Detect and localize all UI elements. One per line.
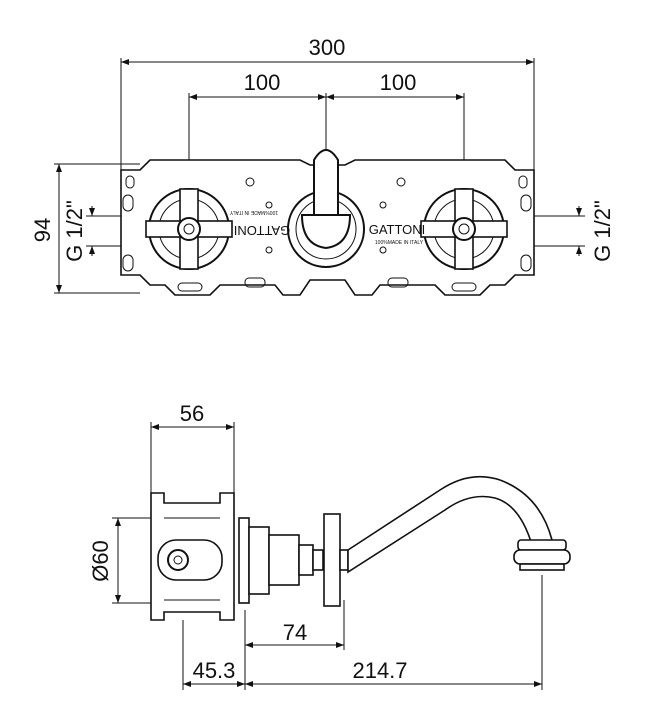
dim-handle-offset: 74 — [283, 620, 307, 645]
left-cross-handle — [145, 188, 233, 270]
brand-right: GATTONI — [369, 222, 426, 237]
dim-diameter: Ø60 — [88, 540, 113, 582]
dim-height: 94 — [30, 218, 55, 242]
dim-total-width: 300 — [309, 35, 346, 60]
left-connection-label: G 1/2" — [62, 200, 87, 262]
dim-body-depth: 56 — [180, 401, 204, 426]
dim-wall-offset: 45.3 — [193, 658, 236, 683]
spout-neck — [313, 149, 339, 216]
front-view: 300 100 100 94 G 1/2" G 1/2" — [30, 35, 615, 296]
dim-spout-reach: 214.7 — [352, 658, 407, 683]
made-in-right: 100%MADE IN ITALY — [375, 240, 424, 246]
dim-right-spacing: 100 — [380, 70, 417, 95]
right-cross-handle — [420, 188, 508, 270]
made-in-left: 100%MADE IN ITALY — [229, 209, 278, 215]
side-handle — [323, 513, 341, 607]
right-connection-label: G 1/2" — [590, 200, 615, 262]
dim-left-spacing: 100 — [244, 70, 281, 95]
side-view: 56 Ø60 74 45.3 — [88, 401, 571, 690]
brand-left: GATTONI — [234, 223, 291, 238]
